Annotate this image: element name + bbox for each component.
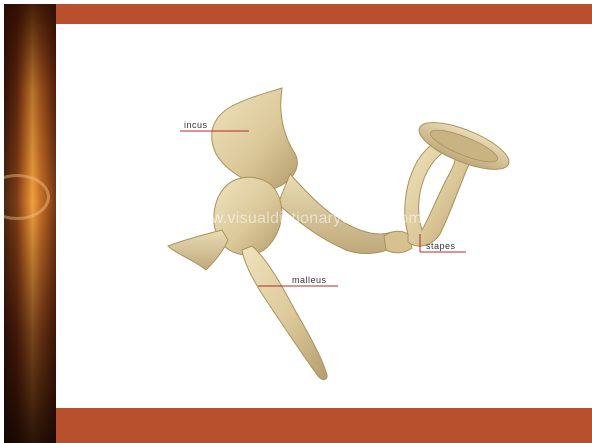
malleus-anterior-process [168,230,228,270]
watermark-text: www.visualdictionaryonline.com [188,210,422,228]
stapes-label: stapes [426,241,456,251]
slide: www.visualdictionaryonline.com incus mal… [4,4,592,443]
diagram-panel: www.visualdictionaryonline.com incus mal… [56,24,592,408]
incus-label: incus [184,120,208,130]
decorative-photo-strip [4,4,56,443]
incus-bone [212,88,298,190]
bottom-band [56,408,592,443]
malleus-label: malleus [292,275,327,285]
malleus-handle [242,246,327,379]
glass-rim-decoration [4,174,50,220]
top-band [56,4,592,24]
